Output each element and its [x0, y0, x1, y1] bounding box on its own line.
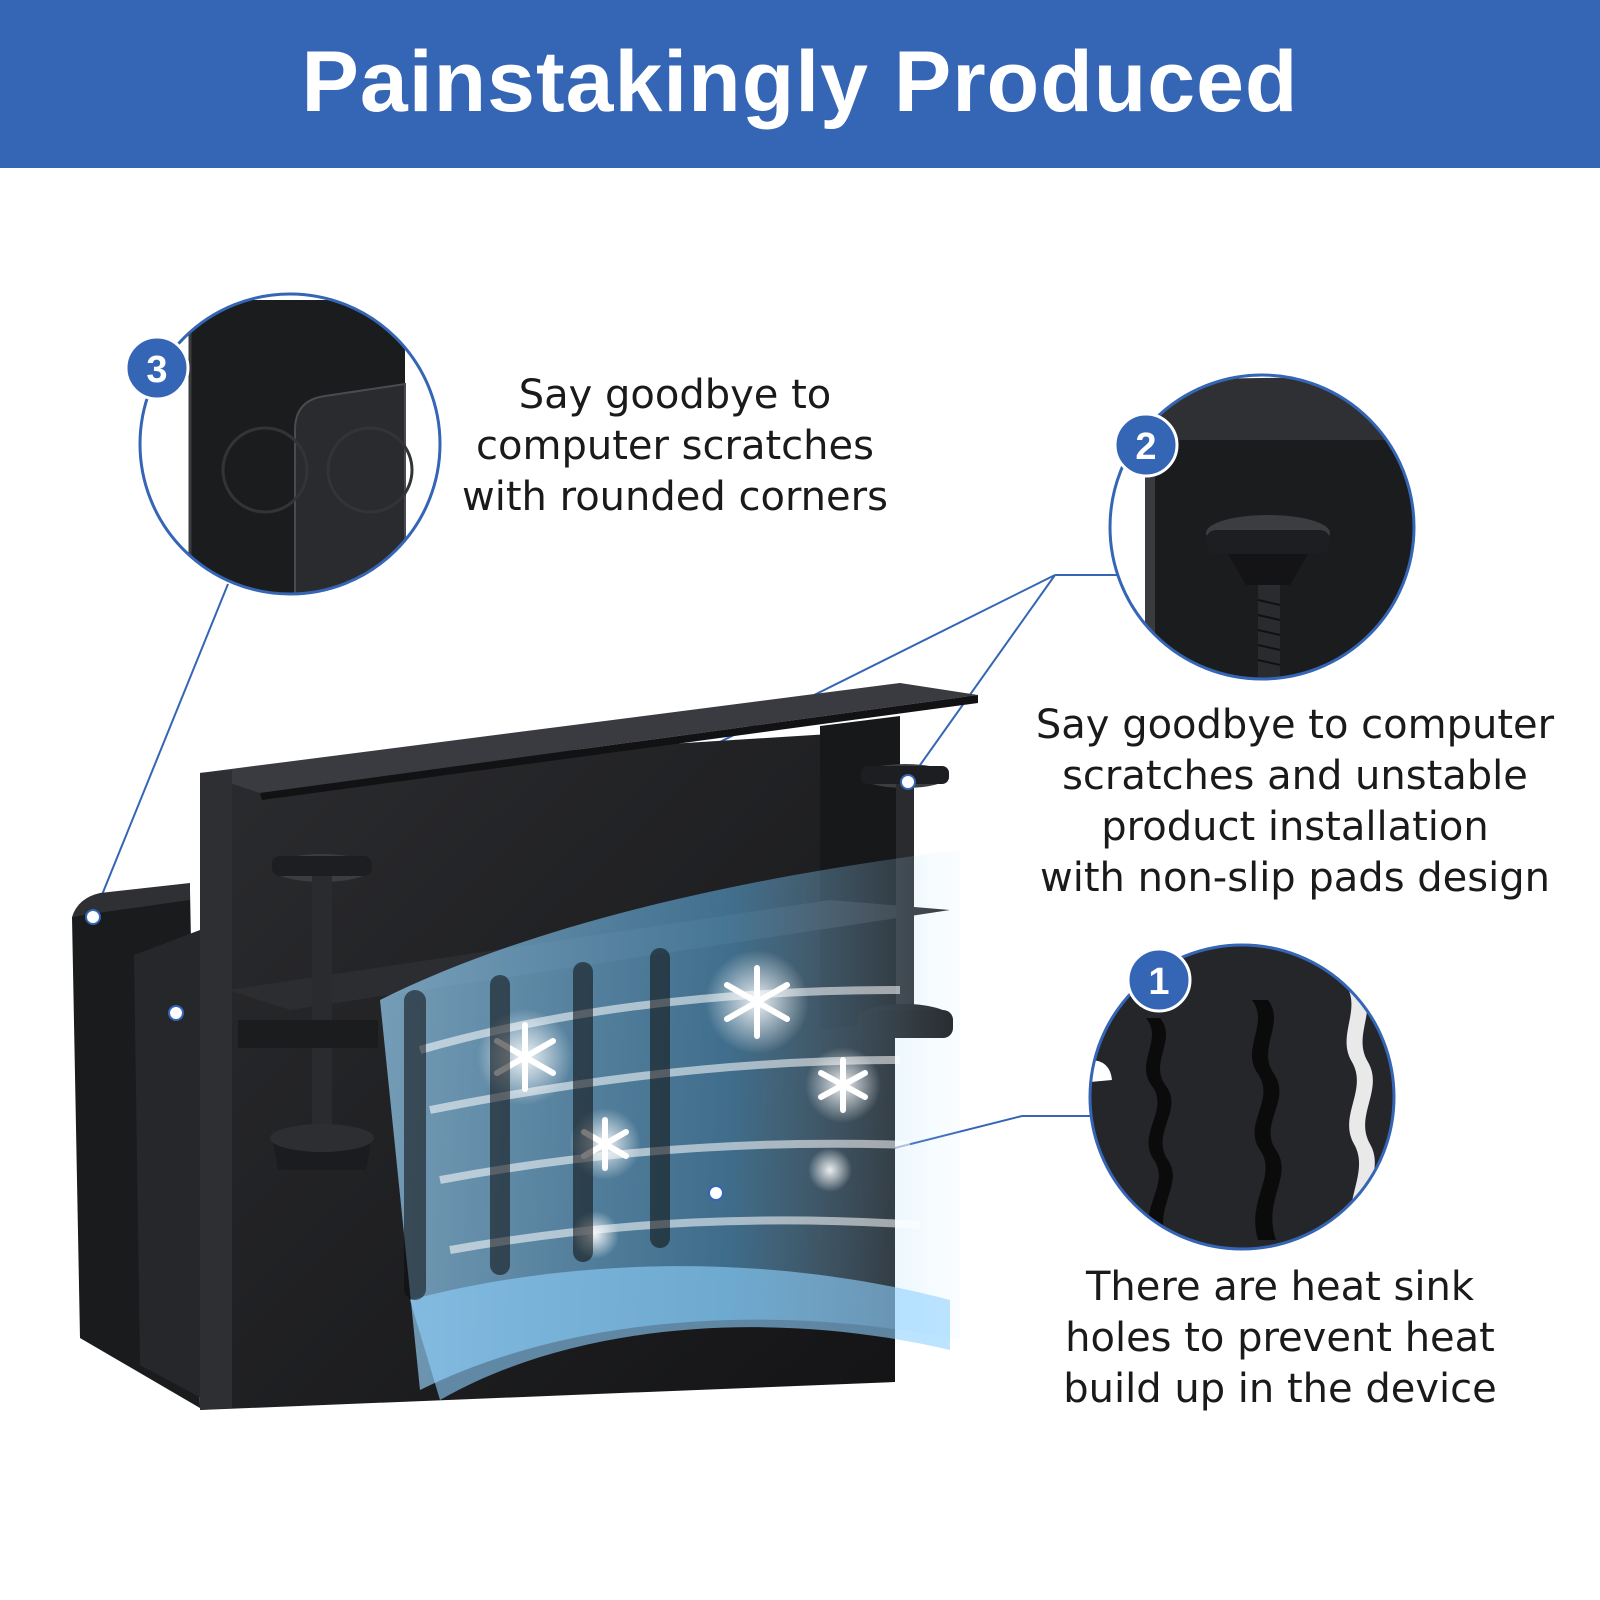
feature-1-caption-line: There are heat sink	[1085, 1264, 1475, 1310]
top-lip	[200, 683, 978, 793]
badge-1: 1	[1126, 947, 1192, 1013]
feature-2-caption-line: product installation	[1101, 804, 1489, 850]
feature-3-caption: Say goodbye to computer scratches with r…	[440, 370, 910, 523]
feature-1-caption-line: holes to prevent heat	[1065, 1315, 1495, 1361]
airflow-illustration	[380, 850, 960, 1400]
feature-2-caption-line: with non-slip pads design	[1040, 855, 1550, 901]
feature-3-caption-line: computer scratches	[476, 423, 874, 469]
detail-circle-rounded-corners	[138, 292, 442, 596]
page-title: Painstakingly Produced	[301, 34, 1299, 130]
feature-2-caption: Say goodbye to computer scratches and un…	[1000, 700, 1590, 904]
left-cradle-rounded-corner	[72, 883, 190, 917]
badge-2-number: 2	[1135, 426, 1156, 468]
feature-2-caption-line: scratches and unstable	[1062, 753, 1528, 799]
left-cradle-inner	[134, 930, 205, 1400]
title-banner	[0, 0, 1600, 168]
feature-1-caption: There are heat sink holes to prevent hea…	[1030, 1262, 1530, 1415]
feature-2-caption-line: Say goodbye to computer	[1035, 702, 1555, 748]
desk-mount-holder	[72, 683, 978, 1410]
badge-2: 2	[1113, 412, 1179, 478]
feature-1-caption-line: build up in the device	[1063, 1366, 1497, 1412]
badge-3: 3	[124, 335, 190, 401]
badge-1-number: 1	[1148, 961, 1169, 1003]
badge-3-number: 3	[146, 349, 167, 391]
callout-anchor-dots	[85, 774, 916, 1201]
clamp-screw-left	[238, 854, 378, 1170]
snowflake-icon	[494, 965, 868, 1171]
feature-3-caption-line: Say goodbye to	[518, 372, 832, 418]
feature-3-caption-line: with rounded corners	[462, 474, 888, 520]
